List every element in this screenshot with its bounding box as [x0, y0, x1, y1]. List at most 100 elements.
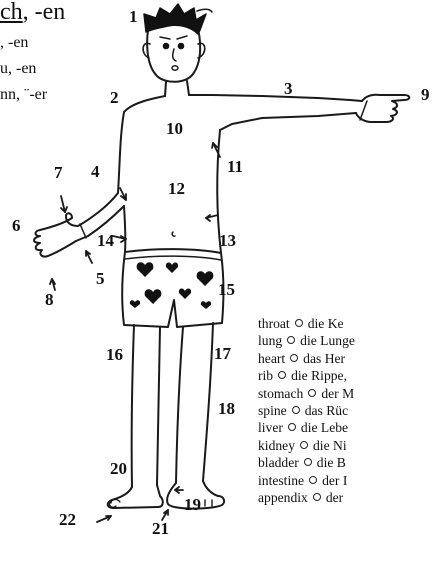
heart-5	[179, 289, 191, 299]
shorts-waistband	[125, 256, 221, 260]
vocab-item: kidney die Ni	[258, 437, 432, 454]
bullet-icon	[309, 476, 317, 484]
pointer-arrows	[50, 143, 220, 522]
brows	[160, 36, 187, 39]
label-14: 14	[97, 232, 114, 249]
label-3: 3	[284, 80, 293, 97]
label-18: 18	[218, 400, 235, 417]
vocab-english: intestine	[258, 473, 304, 488]
label-15: 15	[218, 281, 235, 298]
hand-cuff	[360, 101, 367, 120]
vocab-english: spine	[258, 403, 287, 418]
neck-left	[165, 82, 166, 96]
shorts	[122, 249, 223, 327]
right-eye	[178, 43, 185, 50]
label-8: 8	[45, 291, 54, 308]
vocab-german: die Lebe	[301, 420, 348, 435]
label-16: 16	[106, 346, 123, 363]
vocab-item: liver die Lebe	[258, 419, 432, 436]
torso-left	[124, 206, 125, 252]
vocab-german: die Ni	[313, 438, 347, 453]
right-bottom-arm	[220, 113, 356, 130]
left-leg-outer	[132, 325, 134, 487]
header-word: ch	[0, 0, 23, 25]
left-foot	[108, 485, 163, 508]
label-11: 11	[227, 158, 243, 175]
vocab-english: kidney	[258, 438, 295, 453]
vocab-english: lung	[258, 333, 282, 348]
right-toes	[205, 500, 212, 506]
hand-cuff-left	[80, 224, 86, 238]
heart-1	[137, 262, 154, 277]
vocab-english: liver	[258, 420, 283, 435]
vocab-german: das Her	[303, 351, 345, 366]
heart-6	[130, 300, 140, 308]
right-leg-inner	[176, 327, 183, 483]
heart-4	[145, 289, 162, 304]
label-9: 9	[421, 86, 430, 103]
right-top-arm	[189, 95, 362, 101]
vocab-english: heart	[258, 351, 285, 366]
bullet-icon	[295, 319, 303, 327]
label-2: 2	[110, 89, 119, 106]
bullet-icon	[292, 406, 300, 414]
header-line-3: u, -en	[0, 61, 36, 77]
bullet-icon	[300, 441, 308, 449]
vocab-german: das Rüc	[305, 403, 348, 418]
label-12: 12	[168, 180, 185, 197]
bullet-icon	[288, 423, 296, 431]
left-hand	[34, 213, 88, 256]
vocab-german: der I	[322, 473, 347, 488]
label-19: 19	[184, 496, 201, 513]
bullet-icon	[278, 371, 286, 379]
left-arm-outer	[78, 112, 124, 226]
label-10: 10	[166, 120, 183, 137]
vocab-english: bladder	[258, 455, 299, 470]
vocab-item: heart das Her	[258, 350, 432, 367]
heart-7	[201, 301, 211, 309]
label-17: 17	[214, 345, 231, 362]
label-1: 1	[129, 8, 138, 25]
left-toes	[109, 499, 120, 507]
vocab-german: der M	[321, 386, 354, 401]
label-20: 20	[110, 460, 127, 477]
vocab-item: stomach der M	[258, 385, 432, 402]
nose	[173, 49, 176, 61]
right-leg-outer	[203, 323, 213, 481]
vocab-english: appendix	[258, 490, 308, 505]
label-22: 22	[59, 511, 76, 528]
vocab-german: der	[326, 490, 343, 505]
label-21: 21	[152, 520, 169, 537]
bullet-icon	[290, 354, 298, 362]
heart-3	[197, 271, 214, 286]
hair-tuft	[197, 9, 212, 12]
vocab-item: appendix der	[258, 489, 432, 506]
vocab-english: stomach	[258, 386, 303, 401]
left-shoulder	[124, 96, 165, 112]
vocab-german: die Lunge	[300, 333, 355, 348]
header-line-4: nn, ¨-er	[0, 87, 47, 103]
mouth	[172, 66, 178, 70]
header-line-2: , -en	[0, 35, 28, 51]
hair	[144, 4, 206, 34]
label-5: 5	[96, 270, 105, 287]
vocab-item: bladder die B	[258, 454, 432, 471]
bullet-icon	[308, 389, 316, 397]
left-leg-inner	[157, 327, 160, 485]
bullet-icon	[304, 458, 312, 466]
left-eye	[163, 43, 170, 50]
label-13: 13	[219, 232, 236, 249]
label-4: 4	[91, 163, 100, 180]
bullet-icon	[287, 336, 295, 344]
header-plural: , -en	[23, 0, 66, 25]
vocab-german: die B	[317, 455, 346, 470]
heart-2	[166, 263, 178, 273]
vocab-item: lung die Lunge	[258, 332, 432, 349]
navel	[172, 232, 175, 236]
header-line-1: ch, -en	[0, 0, 65, 24]
vocab-item: spine das Rüc	[258, 402, 432, 419]
neck-right	[187, 81, 189, 95]
